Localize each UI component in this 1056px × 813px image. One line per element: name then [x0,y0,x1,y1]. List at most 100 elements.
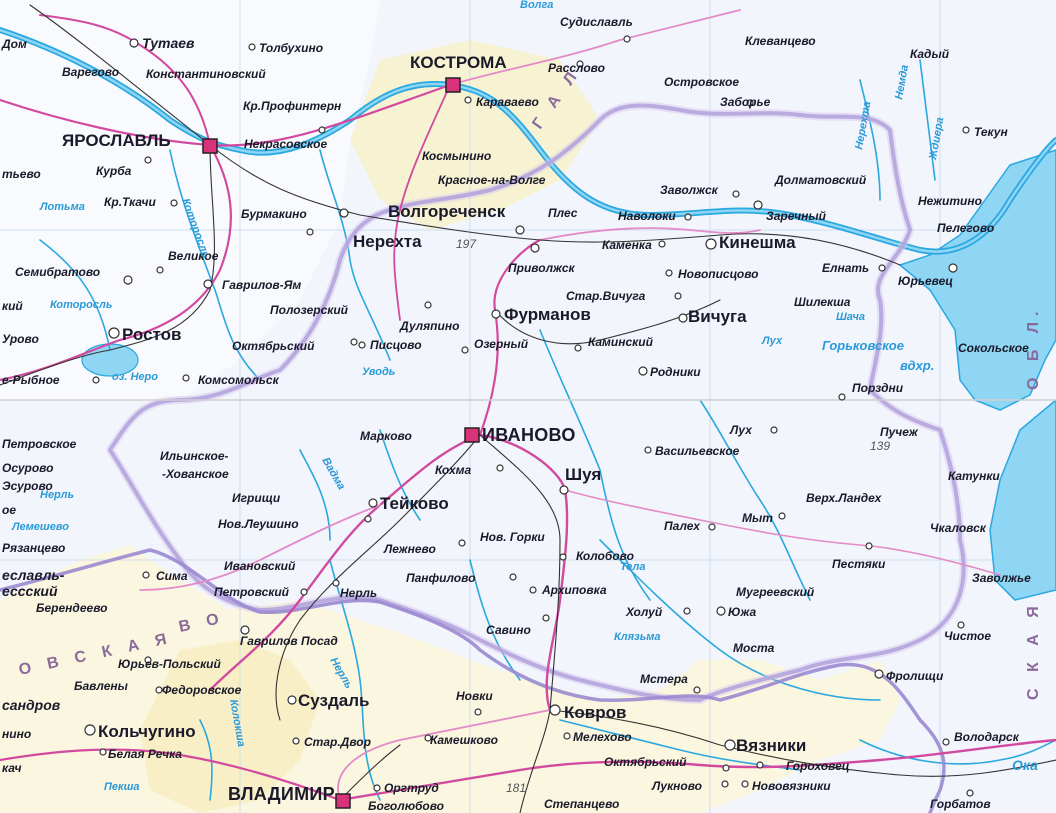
label-lukh[interactable]: Лух [729,423,753,437]
label-yuryev-polsky[interactable]: Юрьев-Польский [118,657,222,671]
label-porzdni[interactable]: Порздни [852,381,904,395]
label-fedorovskoye[interactable]: Федоровское [162,683,242,697]
label-varegovo[interactable]: Варегово [62,65,119,79]
label-vyazniki[interactable]: Вязники [736,736,806,755]
label-gavrilov-posad[interactable]: Гаврилов Посад [240,634,338,648]
label-kach[interactable]: кач [2,761,21,775]
label-ivankovsky[interactable]: Ивановский [224,559,296,573]
label-dom[interactable]: Дом [1,37,27,51]
label-star-vichuga[interactable]: Стар.Вичуга [566,289,646,303]
label-teykovo[interactable]: Тейково [380,494,449,513]
label-novovyazniki[interactable]: Нововязники [752,779,831,793]
label-ozerny[interactable]: Озерный [474,337,529,351]
label-krasnoe-na-volge[interactable]: Красное-на-Волге [438,173,546,187]
label-katunki[interactable]: Катунки [948,469,1000,483]
label-nino[interactable]: нино [2,727,31,741]
label-esurovo[interactable]: Эсурово [2,479,53,493]
label-kr-profintern[interactable]: Кр.Профинтерн [243,99,342,113]
label-yaroslavl[interactable]: ЯРОСЛАВЛЬ [62,131,171,150]
label-kostroma[interactable]: КОСТРОМА [410,53,507,72]
label-kosmynino[interactable]: Космынино [422,149,491,163]
label-tutaev[interactable]: Тутаев [142,35,195,51]
label-volodarsk[interactable]: Володарск [954,730,1020,744]
label-petrovskoye[interactable]: Петровское [2,437,77,451]
label-chkalovsk[interactable]: Чкаловск [930,521,987,535]
label-vasilevskoye[interactable]: Васильевское [655,444,740,458]
label-lezhnevo[interactable]: Лежнево [383,542,436,556]
label-konstantinovsky[interactable]: Константиновский [146,67,266,81]
label-kokhma[interactable]: Кохма [435,463,472,477]
label-verkh-landekh[interactable]: Верх.Ландех [806,491,883,505]
label-kholuy[interactable]: Холуй [625,605,663,619]
label-nerekhta[interactable]: Нерехта [353,232,422,251]
label-pereslavl-2[interactable]: ессский [2,583,58,599]
label-yuryevets[interactable]: Юрьевец [898,274,953,288]
label-mosta[interactable]: Моста [733,641,775,655]
label-shuya[interactable]: Шуя [565,465,601,484]
label-kurba[interactable]: Курба [96,164,132,178]
label-suzdal[interactable]: Суздаль [298,691,369,710]
label-kiy[interactable]: кий [2,299,23,313]
label-kamenka[interactable]: Каменка [602,238,652,252]
label-kaminsky[interactable]: Каминский [588,335,654,349]
label-bavleny[interactable]: Бавлены [74,679,129,693]
label-ryazantsevo[interactable]: Рязанцево [2,541,65,555]
label-kadyy[interactable]: Кадый [910,47,950,61]
label-chistoye[interactable]: Чистое [944,629,991,643]
label-rybnoye[interactable]: е-Рыбное [2,373,60,387]
label-pelegovo[interactable]: Пелегово [937,221,994,235]
label-navoloki[interactable]: Наволоки [618,209,676,223]
label-tolbukhino[interactable]: Толбухино [259,41,323,55]
label-gavrilov-yam[interactable]: Гаврилов-Ям [222,278,301,292]
label-igrishchi[interactable]: Игрищи [232,491,281,505]
label-zarechny[interactable]: Заречный [766,209,827,223]
label-sima[interactable]: Сима [156,569,188,583]
label-lukhovo[interactable]: Лукново [651,779,702,793]
label-zavolzhsk[interactable]: Заволжск [660,183,719,197]
label-elnat[interactable]: Елнать [822,261,869,275]
label-karavaevo[interactable]: Караваево [476,95,539,109]
label-kameshkovo[interactable]: Камешково [430,733,498,747]
label-pestyaki[interactable]: Пестяки [832,557,886,571]
label-gorbatov[interactable]: Горбатов [930,797,991,811]
label-shileksha[interactable]: Шилекша [794,295,851,309]
label-zaborye[interactable]: Заборье [720,95,771,109]
label-belaya-rechka[interactable]: Белая Речка [108,747,182,761]
label-bogolyubovo[interactable]: Боголюбово [368,799,444,813]
label-rodniki[interactable]: Родники [650,365,701,379]
label-oe[interactable]: ое [2,503,16,517]
label-urovo[interactable]: Урово [2,332,39,346]
label-osurovo[interactable]: Осурово [2,461,53,475]
label-savino[interactable]: Савино [486,623,531,637]
label-novopistsovo[interactable]: Новописцово [678,267,759,281]
label-kineshma[interactable]: Кинешма [719,233,796,252]
label-raslovo[interactable]: Расслово [548,61,605,75]
label-nekrasovskoye[interactable]: Некрасовское [244,137,327,151]
label-sokolskoye[interactable]: Сокольское [958,341,1029,355]
label-velikoye[interactable]: Великое [168,249,219,263]
label-pistsovo[interactable]: Писцово [370,338,422,352]
label-markovo[interactable]: Марково [360,429,412,443]
label-palekh[interactable]: Палех [664,519,701,533]
label-komsomolsk[interactable]: Комсомольск [198,373,280,387]
label-ples[interactable]: Плес [548,206,578,220]
label-orgtrud[interactable]: Оргтруд [384,781,439,795]
label-klevantsevo[interactable]: Клеванцево [745,34,816,48]
label-berendeevo[interactable]: Берендеево [36,601,107,615]
label-rostov[interactable]: Ростов [122,325,181,344]
label-nezhitino[interactable]: Нежитино [918,194,982,208]
label-khovanskoye[interactable]: -Хованское [162,467,229,481]
label-kolchugino[interactable]: Кольчугино [98,722,196,741]
label-sudislavl[interactable]: Судиславль [560,15,633,29]
label-ilinskoye[interactable]: Ильинское- [160,449,229,463]
label-semibratovo[interactable]: Семибратово [15,265,100,279]
label-frolishchi[interactable]: Фролищи [886,669,944,683]
label-oktyabrsky-2[interactable]: Октябрьский [604,755,687,769]
label-dolmatovsky[interactable]: Долматовский [774,173,867,187]
label-novki[interactable]: Новки [456,689,493,703]
label-panfilovo[interactable]: Панфилово [406,571,475,585]
label-aleksandrov[interactable]: сандров [2,697,61,713]
label-nov-gorki[interactable]: Нов. Горки [480,530,545,544]
label-privolzhsk[interactable]: Приволжск [508,261,576,275]
